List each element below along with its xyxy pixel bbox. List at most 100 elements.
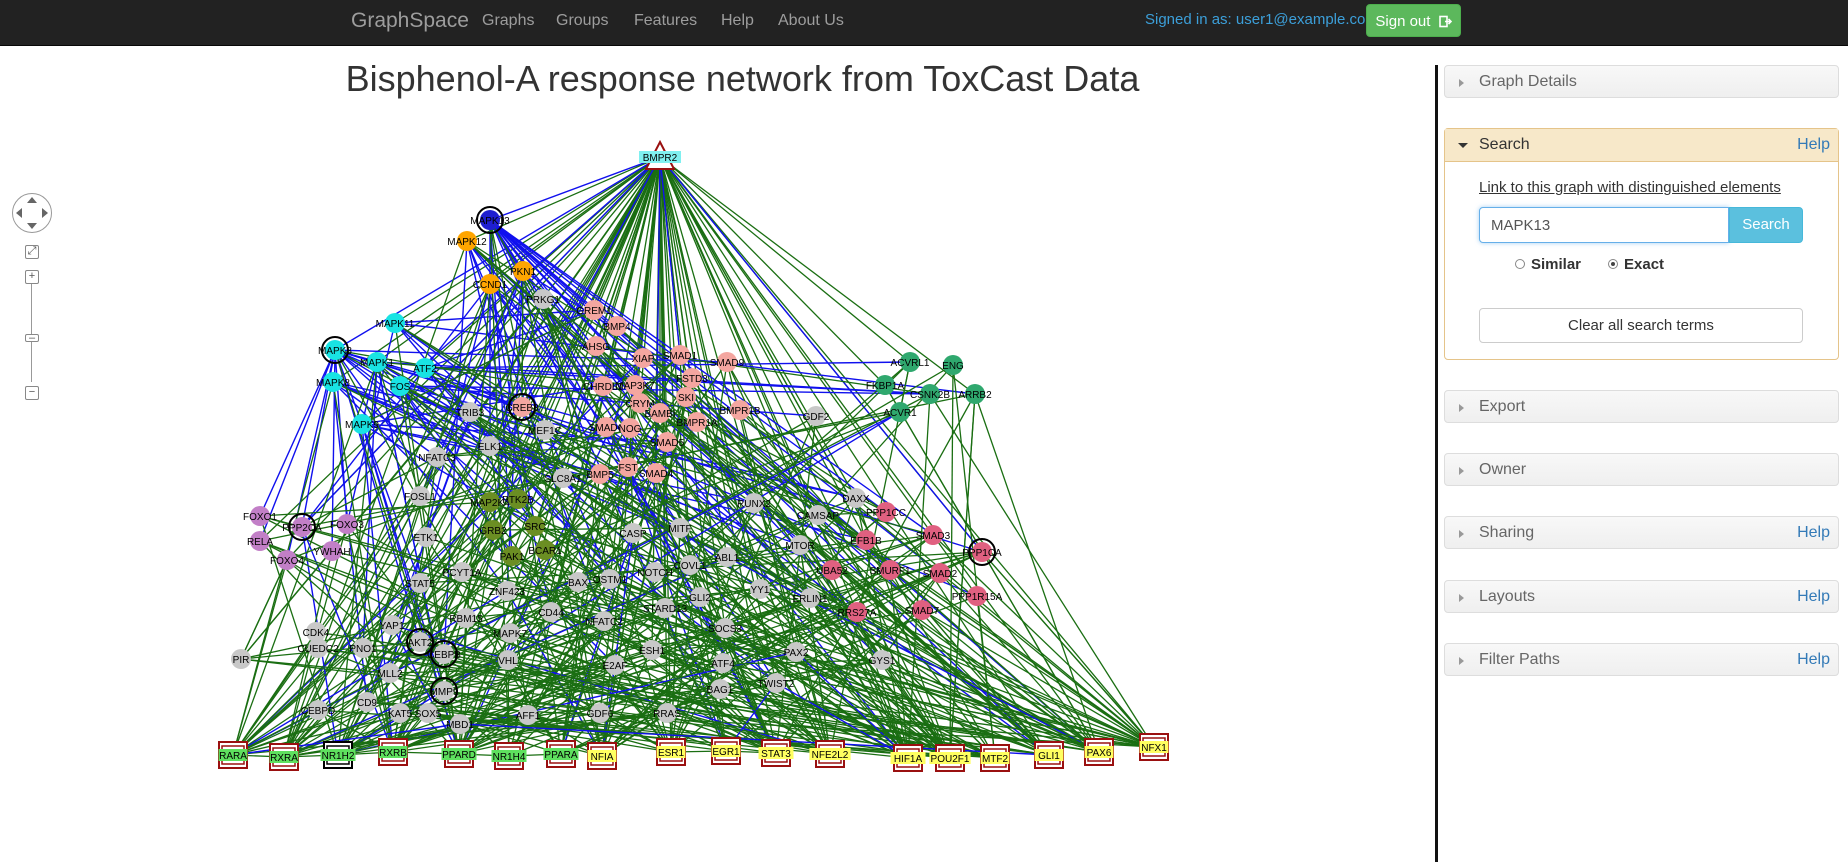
graph-node-casp[interactable]: CASP xyxy=(619,523,647,543)
graph-edge[interactable] xyxy=(281,550,333,758)
graph-node-runx2[interactable]: RUNX2 xyxy=(737,493,771,513)
panel-sharing[interactable]: Sharing Help xyxy=(1444,516,1839,549)
graph-node-shape[interactable] xyxy=(497,581,517,601)
graph-node-bmpr1b[interactable]: BMPR1B xyxy=(719,400,761,420)
graph-node-bambi[interactable]: BAMBI xyxy=(644,403,676,423)
graph-node-shape[interactable] xyxy=(418,703,438,723)
graph-node-uba52[interactable]: UBA52 xyxy=(816,560,848,580)
graph-node-shape[interactable] xyxy=(639,151,681,163)
graph-edge[interactable] xyxy=(506,415,817,592)
graph-node-rrs27a[interactable]: RRS27A xyxy=(838,602,877,622)
graph-edge[interactable] xyxy=(301,456,438,528)
graph-node-foxo1[interactable]: FOXO1 xyxy=(243,506,277,526)
graph-edge[interactable] xyxy=(489,155,661,221)
graph-edge[interactable] xyxy=(424,367,931,398)
graph-node-shape[interactable] xyxy=(584,300,604,320)
graph-node-hif1a[interactable]: HIF1A xyxy=(890,744,926,772)
graph-node-acvr1[interactable]: ACVR1 xyxy=(883,402,917,422)
graph-edge[interactable] xyxy=(809,597,1155,748)
link-with-elements[interactable]: Link to this graph with distinguished el… xyxy=(1479,179,1781,196)
graph-node-mapk3[interactable]: MAPK3 xyxy=(318,336,352,364)
graph-node-shape[interactable] xyxy=(390,703,410,723)
nav-graphs[interactable]: Graphs xyxy=(482,12,535,29)
pan-left-icon[interactable] xyxy=(16,208,22,218)
graph-node-shape[interactable] xyxy=(808,505,828,525)
graph-edge[interactable] xyxy=(283,712,401,759)
graph-node-fos[interactable]: FOS xyxy=(390,376,411,396)
graph-edge[interactable] xyxy=(577,581,909,759)
graph-node-shape[interactable] xyxy=(508,393,536,421)
graph-edge[interactable] xyxy=(795,572,941,653)
radio-similar[interactable]: Similar xyxy=(1515,256,1581,273)
graph-edge[interactable] xyxy=(489,219,887,513)
graph-edge[interactable] xyxy=(489,219,934,536)
graph-node-shape[interactable] xyxy=(717,352,737,372)
graph-node-shape[interactable] xyxy=(452,562,472,582)
graph-node-shape[interactable] xyxy=(876,502,896,522)
graph-edge[interactable] xyxy=(232,411,901,756)
graph-node-shape[interactable] xyxy=(605,655,625,675)
filter-paths-help-link[interactable]: Help xyxy=(1797,651,1830,668)
graph-edge[interactable] xyxy=(634,384,887,513)
graph-edge[interactable] xyxy=(540,298,611,580)
graph-node-shape[interactable] xyxy=(380,663,400,683)
graph-node-shape[interactable] xyxy=(498,650,518,670)
graph-node-shape[interactable] xyxy=(441,748,477,760)
graph-node-shape[interactable] xyxy=(410,486,430,506)
graph-edge[interactable] xyxy=(739,409,832,755)
graph-node-grb2[interactable]: GRB2 xyxy=(479,520,507,540)
graph-node-shape[interactable] xyxy=(972,542,992,562)
graph-node-ccnd1[interactable]: CCND1 xyxy=(473,274,508,294)
graph-edge[interactable] xyxy=(884,384,1100,753)
graph-node-socs3[interactable]: SOCS3 xyxy=(708,618,742,638)
graph-edge[interactable] xyxy=(699,596,777,754)
panel-export[interactable]: Export xyxy=(1444,390,1839,423)
graph-node-bmpr1a[interactable]: BMPR1A xyxy=(676,412,718,432)
graph-node-mapk9[interactable]: MAPK9 xyxy=(345,414,379,434)
graph-edge[interactable] xyxy=(466,240,887,513)
graph-node-shape[interactable] xyxy=(766,673,786,693)
graph-edge[interactable] xyxy=(489,219,909,759)
graph-node-elk1[interactable]: ELK1 xyxy=(478,436,503,456)
zoom-slider-track[interactable] xyxy=(31,284,32,382)
graph-node-fkbp1a[interactable]: FKBP1A xyxy=(866,375,905,395)
graph-node-shape[interactable] xyxy=(656,746,686,758)
panel-filter-paths[interactable]: Filter Paths Help xyxy=(1444,643,1839,676)
graph-edge[interactable] xyxy=(550,611,951,760)
graph-node-shape[interactable] xyxy=(480,210,500,230)
panel-layouts[interactable]: Layouts Help xyxy=(1444,580,1839,613)
nav-about-us[interactable]: About Us xyxy=(778,12,844,29)
graph-edge[interactable] xyxy=(670,662,724,753)
graph-node-smad5[interactable]: SMAD5 xyxy=(650,432,685,452)
graph-edge[interactable] xyxy=(881,659,1100,753)
graph-node-shape[interactable] xyxy=(980,752,1010,764)
graph-node-shape[interactable] xyxy=(480,274,500,294)
graph-node-shape[interactable] xyxy=(390,376,410,396)
graph-edge[interactable] xyxy=(666,712,831,757)
graph-node-creb3[interactable]: CREB3 xyxy=(505,393,539,421)
graph-node-shape[interactable] xyxy=(430,640,458,668)
graph-node-shape[interactable] xyxy=(600,569,620,589)
graph-edge[interactable] xyxy=(654,534,934,575)
graph-node-shape[interactable] xyxy=(590,703,610,723)
graph-edge[interactable] xyxy=(436,419,698,458)
graph-node-shape[interactable] xyxy=(385,313,405,333)
graph-node-shape[interactable] xyxy=(750,579,770,599)
graph-node-ppp1ca[interactable]: PPP1CA xyxy=(962,538,1002,566)
graph-edge[interactable] xyxy=(334,349,523,409)
graph-edge[interactable] xyxy=(932,534,1155,748)
graph-node-shape[interactable] xyxy=(847,602,867,622)
graph-edge[interactable] xyxy=(443,653,996,761)
graph-node-atf2[interactable]: ATF2 xyxy=(413,358,437,378)
graph-node-rras[interactable]: RRAS xyxy=(653,703,681,723)
graph-node-bmpr2[interactable]: BMPR2 xyxy=(639,139,681,170)
graph-edge[interactable] xyxy=(232,620,605,757)
graph-node-mapk8[interactable]: MAPK8 xyxy=(316,372,350,392)
graph-edge[interactable] xyxy=(489,270,524,531)
layouts-help-link[interactable]: Help xyxy=(1797,588,1830,605)
graph-edge[interactable] xyxy=(334,349,728,366)
graph-edge[interactable] xyxy=(232,472,657,756)
graph-node-shape[interactable] xyxy=(630,393,650,413)
graph-node-nfe2l2[interactable]: NFE2L2 xyxy=(809,740,851,768)
graph-node-shape[interactable] xyxy=(541,602,561,622)
